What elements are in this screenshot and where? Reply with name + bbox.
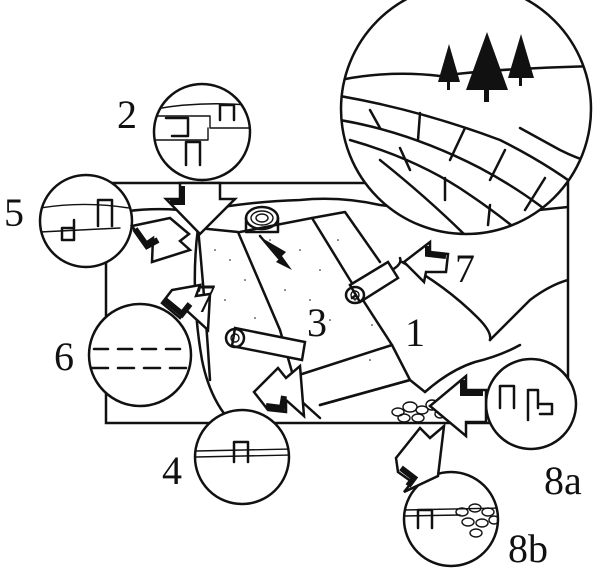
detail-circle-5 [38, 173, 134, 269]
blanket-strip-middle-edge [310, 210, 382, 264]
zoom-grid-4 [488, 148, 507, 182]
callout-label-8b: 8b [508, 526, 548, 571]
callout-label-4: 4 [162, 448, 182, 493]
detail-circle-2 [152, 82, 252, 182]
riprap-stones [391, 399, 446, 423]
zoom-grid-3 [448, 126, 467, 162]
zoom-grid-2 [416, 111, 422, 142]
callout-label-7-right: 7 [455, 246, 475, 291]
callout-label-2: 2 [117, 92, 137, 137]
callout-label-7-left: 7 [196, 276, 216, 321]
callout-label-8a: 8a [544, 458, 582, 503]
zoom-row-right [518, 126, 591, 167]
callout-label-6: 6 [54, 334, 74, 379]
zoom-detail-circle [339, 0, 593, 236]
detail-circle-8a [484, 357, 578, 451]
channel-toe-line [423, 343, 522, 394]
zoom-grid-1 [368, 108, 382, 130]
coiled-roll [244, 205, 280, 234]
zoom-grid-8 [486, 203, 492, 227]
detail-circle-6 [87, 302, 193, 408]
right-slope-line [488, 278, 568, 342]
detail-circle-8b [402, 470, 500, 568]
tree-group-icon [438, 32, 534, 102]
blanket-roll-left [224, 326, 307, 362]
blanket-strip-left [196, 226, 322, 420]
callout-label-3: 3 [307, 300, 327, 345]
blanket-bottom-seam [318, 378, 427, 407]
zoom-grid-5 [523, 176, 547, 212]
zoom-grid-6 [398, 146, 412, 172]
zoom-row-line-4 [378, 158, 472, 234]
detail-circle-4 [193, 408, 291, 506]
unroll-direction-arrow [258, 234, 292, 270]
callout-label-5: 5 [4, 190, 24, 235]
callout-label-1: 1 [405, 310, 425, 355]
left-bank-line [193, 226, 234, 423]
blanket-roll-right [344, 256, 402, 305]
